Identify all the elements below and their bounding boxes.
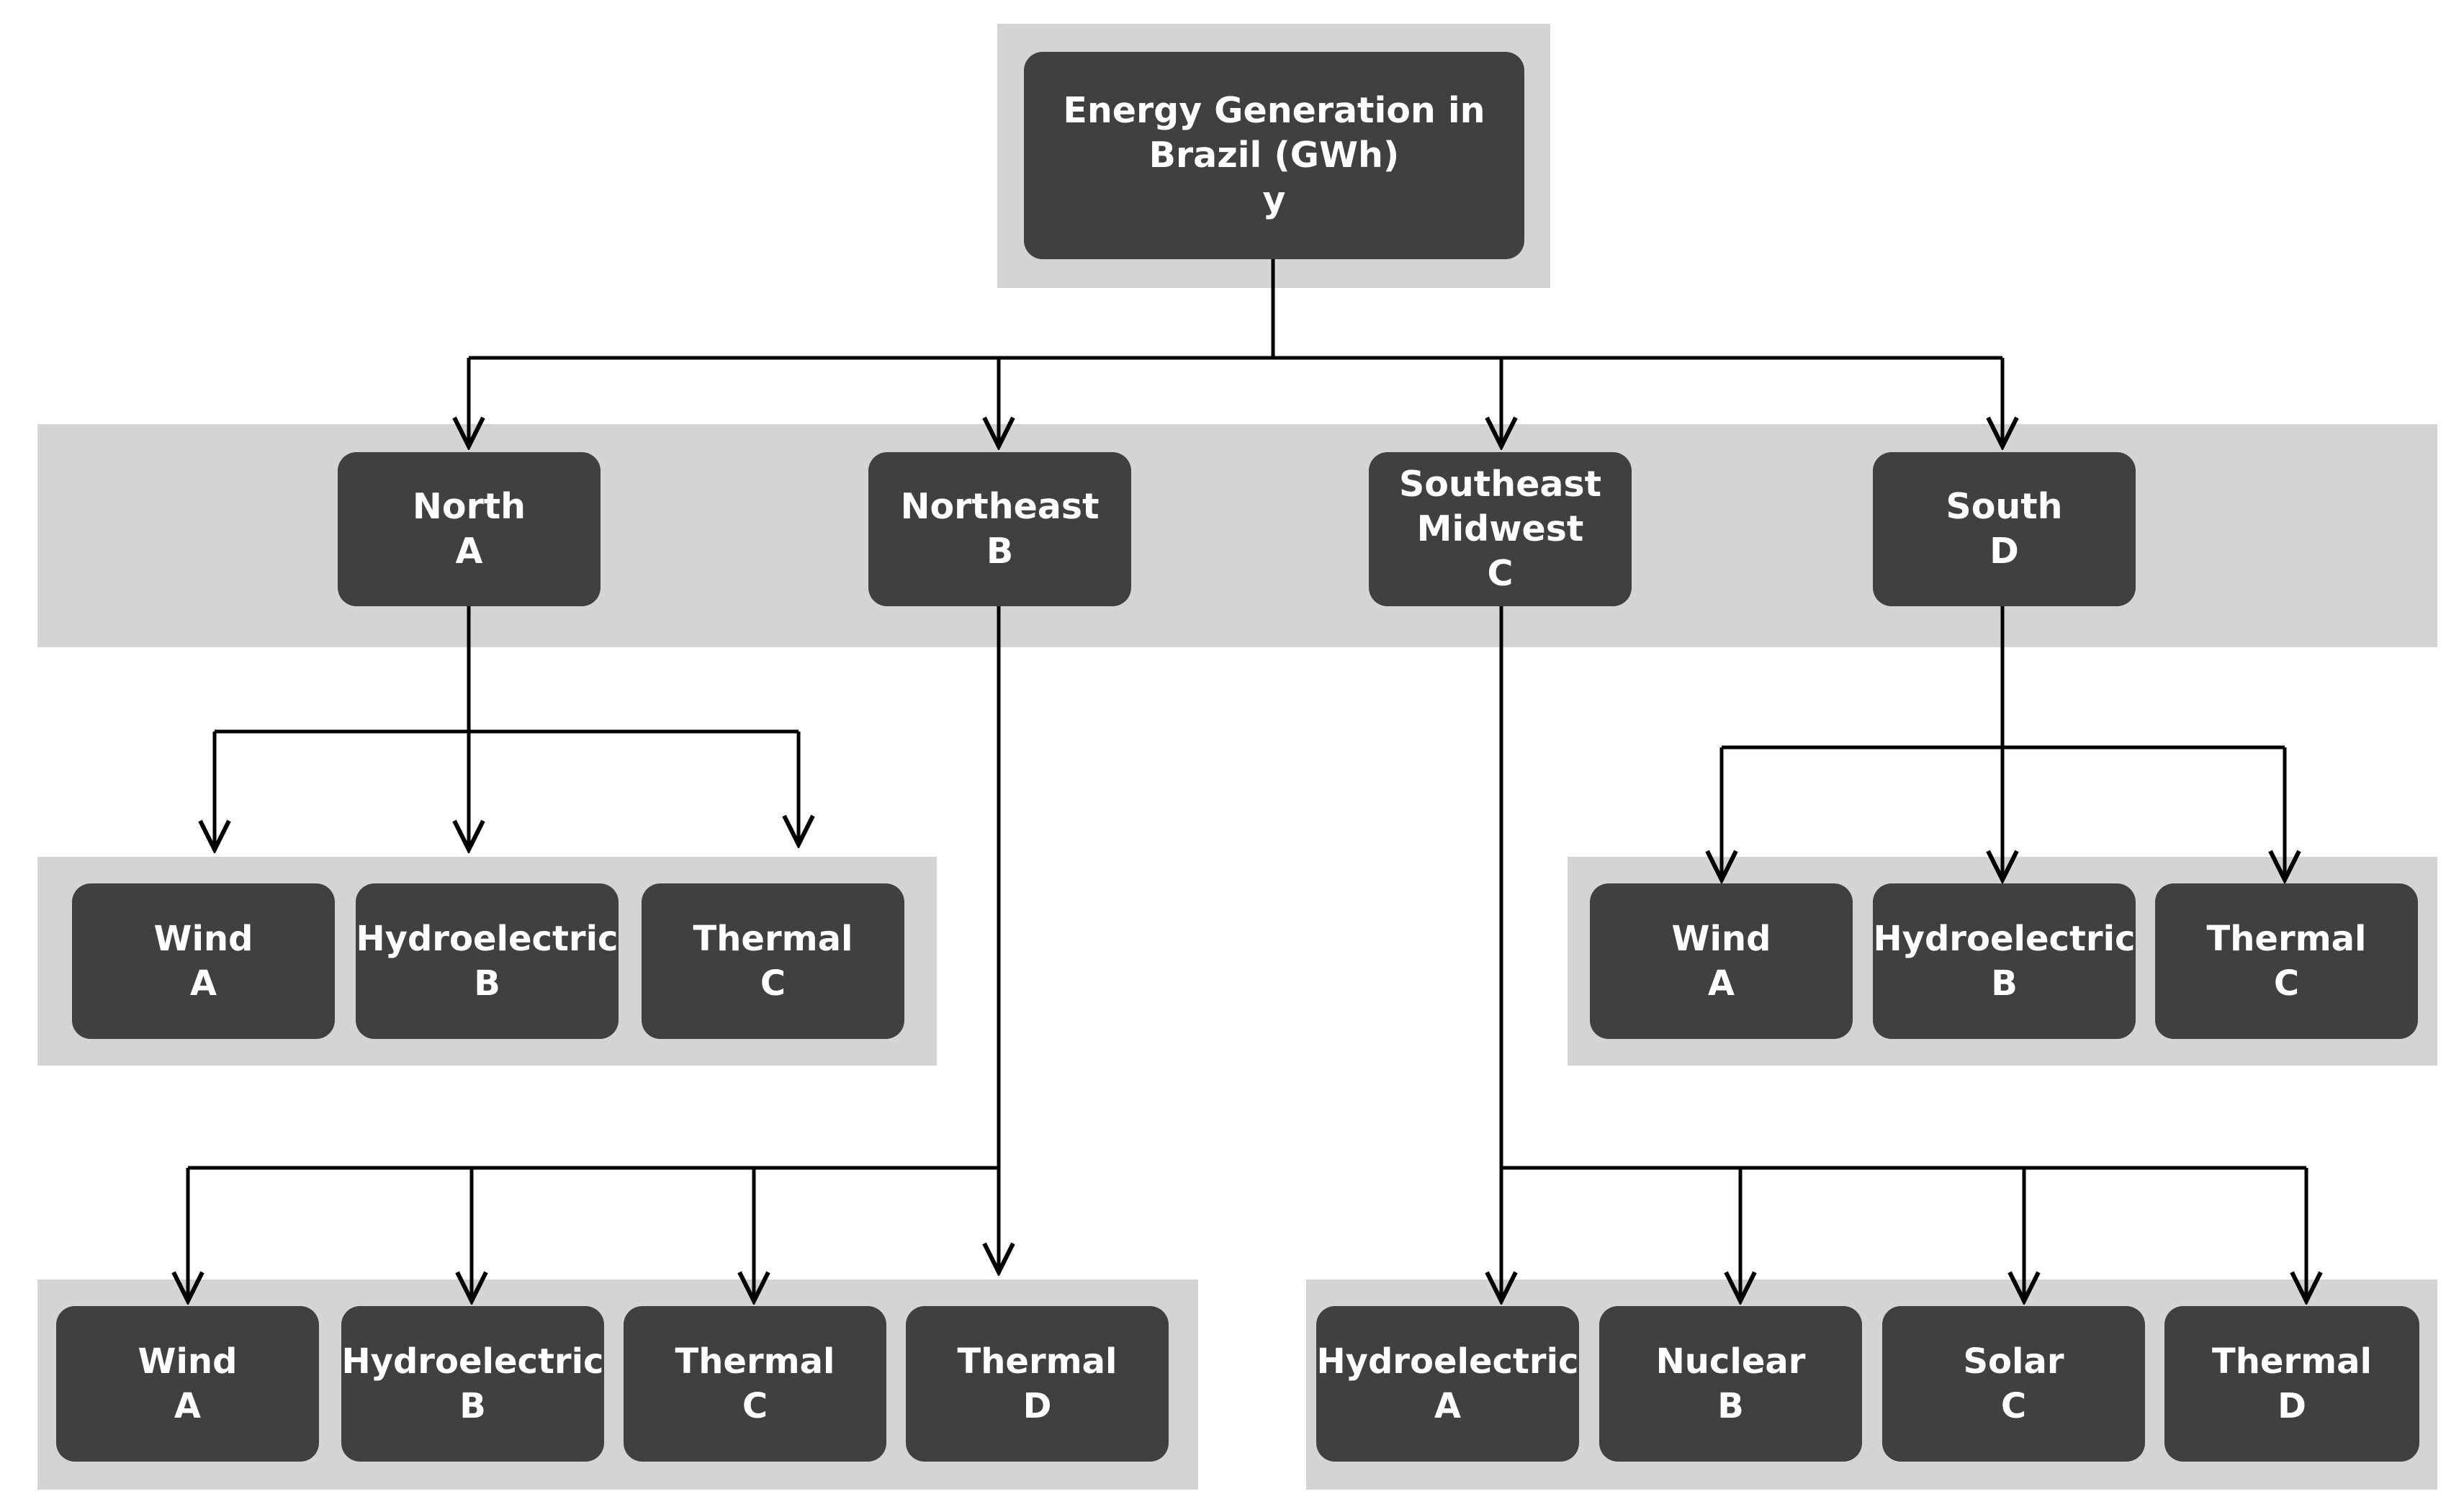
southeast-source-solar-label: Solar [1963, 1341, 2064, 1382]
root-title-line2: Brazil (GWh) [1148, 135, 1400, 176]
southeast-source-hydroelectric-variable: A [1434, 1386, 1462, 1426]
north-source-thermal-node: Thermal C [642, 883, 904, 1039]
northeast-source-hydroelectric-variable: B [459, 1386, 486, 1426]
south-source-hydroelectric-variable: B [1991, 963, 2018, 1004]
root-variable: y [1262, 179, 1286, 220]
south-source-wind-label: Wind [1671, 919, 1771, 959]
north-source-wind-variable: A [189, 963, 217, 1004]
northeast-source-thermal-d-variable: D [1022, 1386, 1052, 1426]
region-southeast-midwest-node: Southeast Midwest C [1369, 452, 1632, 606]
region-south-label: South [1946, 486, 2063, 527]
southeast-source-hydroelectric-node: Hydroelectric A [1316, 1306, 1579, 1462]
northeast-source-thermal-d-label: Thermal [957, 1341, 1118, 1382]
region-northeast-variable: B [986, 531, 1014, 572]
northeast-source-wind-label: Wind [138, 1341, 238, 1382]
south-source-wind-node: Wind A [1590, 883, 1853, 1039]
northeast-source-wind-node: Wind A [56, 1306, 319, 1462]
region-southeast-label: Southeast [1398, 464, 1602, 505]
region-south-variable: D [1989, 531, 2019, 572]
region-north-variable: A [455, 531, 483, 572]
southeast-source-thermal-node: Thermal D [2164, 1306, 2419, 1462]
southeast-source-nuclear-node: Nuclear B [1599, 1306, 1862, 1462]
north-source-hydroelectric-node: Hydroelectric B [356, 883, 619, 1039]
region-south-node: South D [1873, 452, 2136, 606]
southeast-source-solar-node: Solar C [1882, 1306, 2145, 1462]
northeast-source-thermal-c-label: Thermal [675, 1341, 835, 1382]
south-source-thermal-variable: C [2273, 963, 2300, 1004]
southeast-source-thermal-variable: D [2278, 1386, 2306, 1426]
south-source-thermal-label: Thermal [2206, 919, 2367, 959]
region-southeast-midwest-variable: C [1487, 553, 1514, 594]
northeast-source-hydroelectric-node: Hydroelectric B [341, 1306, 604, 1462]
north-source-hydroelectric-label: Hydroelectric [356, 919, 619, 959]
southeast-source-solar-variable: C [2000, 1386, 2027, 1426]
northeast-source-hydroelectric-label: Hydroelectric [341, 1341, 604, 1382]
north-source-wind-label: Wind [153, 919, 253, 959]
north-source-wind-node: Wind A [72, 883, 335, 1039]
root-node: Energy Generation in Brazil (GWh) y [1024, 52, 1524, 259]
region-midwest-label: Midwest [1416, 508, 1584, 549]
northeast-source-thermal-c-node: Thermal C [624, 1306, 886, 1462]
region-north-label: North [412, 486, 526, 527]
south-source-hydroelectric-label: Hydroelectric [1873, 919, 2136, 959]
south-source-thermal-node: Thermal C [2155, 883, 2418, 1039]
north-source-hydroelectric-variable: B [474, 963, 500, 1004]
southeast-source-hydroelectric-label: Hydroelectric [1316, 1341, 1579, 1382]
southeast-source-nuclear-label: Nuclear [1655, 1341, 1806, 1382]
southeast-source-nuclear-variable: B [1717, 1386, 1744, 1426]
root-title-line1: Energy Generation in [1063, 90, 1485, 131]
region-northeast-node: Northeast B [868, 452, 1131, 606]
region-north-node: North A [338, 452, 601, 606]
northeast-source-thermal-d-node: Thermal D [906, 1306, 1169, 1462]
north-source-thermal-label: Thermal [693, 919, 853, 959]
region-northeast-label: Northeast [900, 486, 1100, 527]
southeast-source-thermal-label: Thermal [2212, 1341, 2372, 1382]
north-source-thermal-variable: C [760, 963, 786, 1004]
northeast-source-wind-variable: A [174, 1386, 202, 1426]
south-source-hydroelectric-node: Hydroelectric B [1873, 883, 2136, 1039]
south-source-wind-variable: A [1707, 963, 1735, 1004]
northeast-source-thermal-c-variable: C [742, 1386, 768, 1426]
